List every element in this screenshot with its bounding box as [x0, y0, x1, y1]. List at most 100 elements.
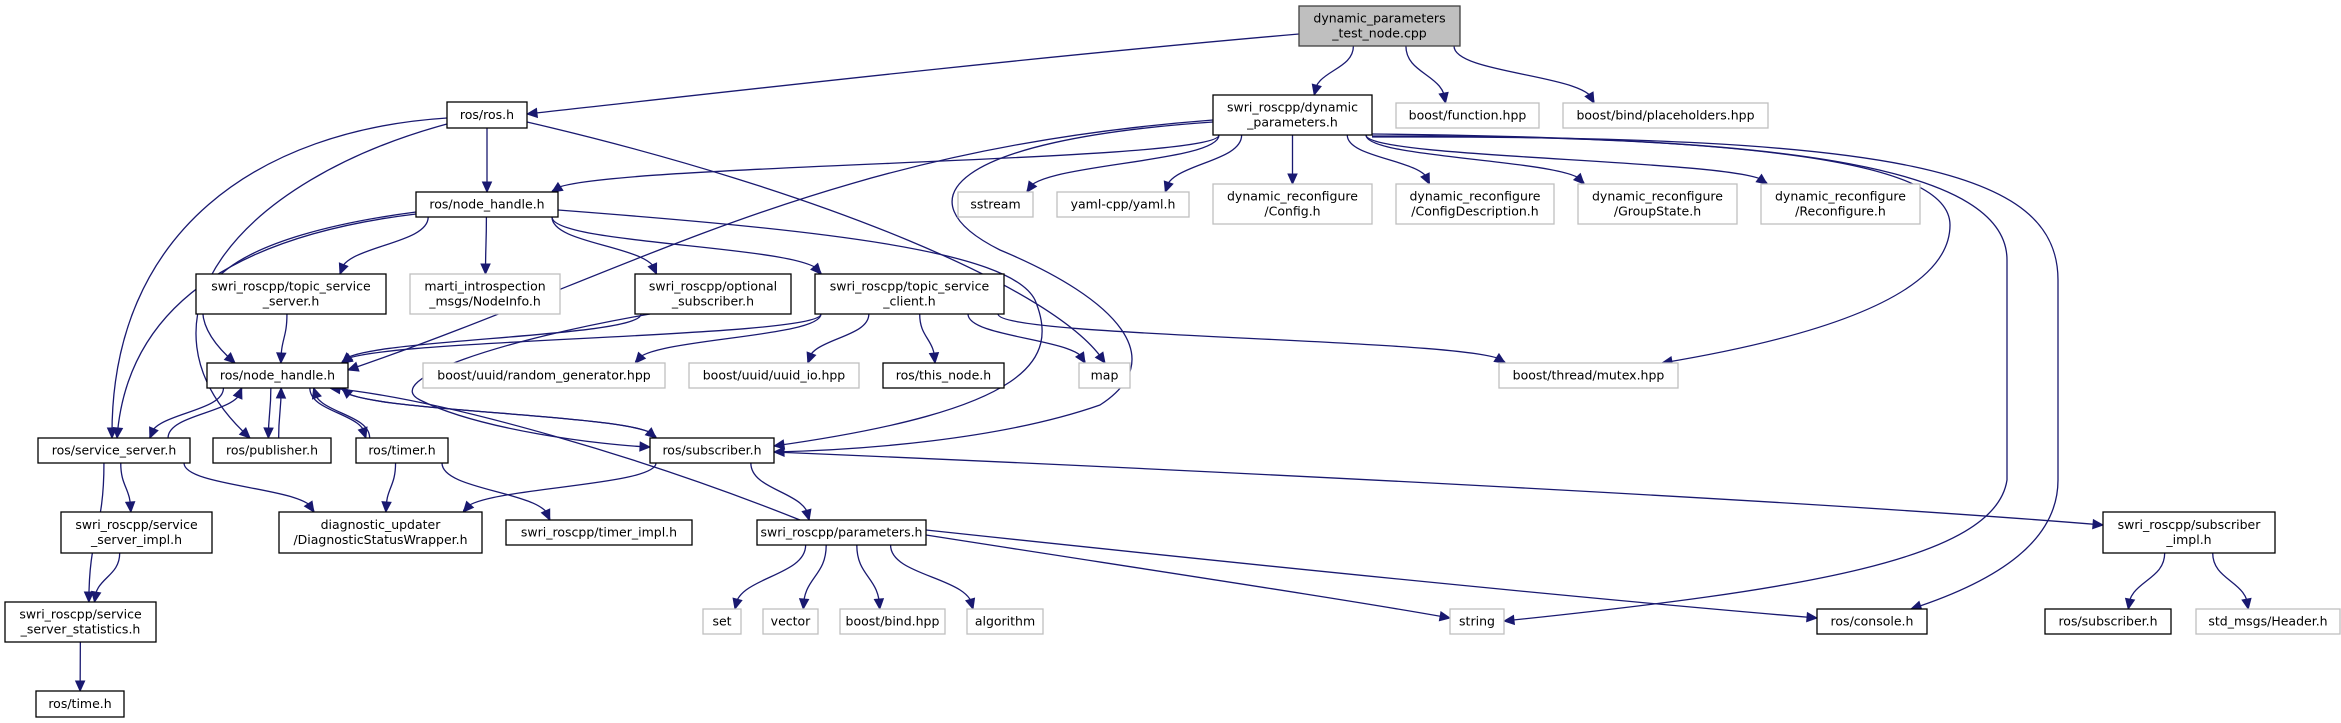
edge-line — [551, 134, 1220, 193]
arrowhead-icon — [276, 352, 287, 365]
edge-ros_h-to-nh_top — [481, 127, 493, 194]
node-vector[interactable]: vector — [762, 608, 819, 635]
node-srvimpl[interactable]: swri_roscpp/service_server_impl.h — [60, 511, 213, 554]
node-publisher[interactable]: ros/publisher.h — [212, 437, 332, 464]
node-yaml[interactable]: yaml-cpp/yaml.h — [1056, 191, 1190, 218]
node-dynparams[interactable]: swri_roscpp/dynamic_parameters.h — [1212, 94, 1373, 136]
node-box — [60, 511, 213, 554]
edge-parameters-to-algorithm — [889, 544, 976, 611]
arrowhead-icon — [550, 181, 564, 193]
node-string[interactable]: string — [1449, 608, 1505, 635]
node-header[interactable]: std_msgs/Header.h — [2195, 608, 2341, 635]
node-parameters[interactable]: swri_roscpp/parameters.h — [756, 519, 927, 546]
node-randgen[interactable]: boost/uuid/random_generator.hpp — [422, 362, 666, 389]
node-console[interactable]: ros/console.h — [1816, 608, 1928, 635]
node-label: vector — [771, 614, 812, 629]
edge-line — [997, 313, 1506, 364]
node-label: dynamic_parameters — [1313, 11, 1445, 26]
node-label: _subscriber.h — [671, 294, 754, 309]
edge-nh_low-to-timer — [309, 387, 368, 440]
node-uuidio[interactable]: boost/uuid/uuid_io.hpp — [688, 362, 860, 389]
edges-layer — [74, 33, 2252, 693]
node-config[interactable]: dynamic_reconfigure/Config.h — [1212, 183, 1373, 225]
arrowhead-icon — [639, 441, 652, 452]
edge-tsc-to-mutex — [997, 313, 1507, 364]
node-bind[interactable]: boost/bind.hpp — [839, 608, 946, 635]
arrowhead-icon — [124, 501, 136, 514]
node-srvstats[interactable]: swri_roscpp/service_server_statistics.h — [4, 601, 157, 643]
arrowhead-icon — [798, 598, 810, 611]
edge-subscriber-to-subimpl — [773, 451, 2105, 530]
node-subscriber2[interactable]: ros/subscriber.h — [2044, 608, 2172, 635]
node-placeholders[interactable]: boost/bind/placeholders.hpp — [1562, 102, 1769, 129]
node-box — [37, 437, 191, 464]
node-label: swri_roscpp/topic_service — [211, 279, 371, 294]
node-box — [195, 273, 387, 315]
node-box — [2195, 608, 2341, 635]
edge-line — [634, 313, 822, 364]
arrowhead-icon — [223, 352, 236, 364]
node-sstream[interactable]: sstream — [957, 191, 1034, 218]
node-box — [2102, 511, 2276, 554]
edge-root-to-ros_h — [525, 33, 1300, 119]
node-subimpl[interactable]: swri_roscpp/subscriber_impl.h — [2102, 511, 2276, 554]
node-reconfigure[interactable]: dynamic_reconfigure/Reconfigure.h — [1760, 183, 1921, 225]
node-label: ros/service_server.h — [52, 443, 177, 458]
arrowhead-icon — [1094, 351, 1106, 364]
edge-srvstats-to-time — [74, 641, 86, 693]
edge-line — [411, 313, 651, 448]
node-timerimpl[interactable]: swri_roscpp/timer_impl.h — [505, 519, 693, 546]
edge-tsc-to-nh_low — [340, 313, 822, 364]
node-srvserver[interactable]: ros/service_server.h — [37, 437, 191, 464]
node-box — [1395, 102, 1540, 129]
node-subscriber[interactable]: ros/subscriber.h — [649, 437, 775, 464]
arrowhead-icon — [1420, 172, 1430, 186]
node-mutex[interactable]: boost/thread/mutex.hpp — [1498, 362, 1679, 389]
arrowhead-icon — [338, 262, 349, 276]
node-label: swri_roscpp/service — [19, 607, 142, 622]
node-label: ros/node_handle.h — [429, 197, 544, 212]
edge-parameters-to-vector — [798, 544, 827, 611]
arrowhead-icon — [480, 263, 491, 276]
node-function[interactable]: boost/function.hpp — [1395, 102, 1540, 129]
node-time[interactable]: ros/time.h — [35, 690, 125, 718]
node-tss[interactable]: swri_roscpp/topic_service_server.h — [195, 273, 387, 315]
node-nh_top[interactable]: ros/node_handle.h — [415, 191, 559, 218]
node-nh_low[interactable]: ros/node_handle.h — [206, 362, 349, 389]
node-label: swri_roscpp/dynamic — [1227, 100, 1358, 115]
node-box — [1212, 94, 1373, 136]
node-tsc[interactable]: swri_roscpp/topic_service_client.h — [814, 273, 1005, 315]
node-label: _server.h — [262, 294, 320, 309]
node-nodeinfo[interactable]: marti_introspection_msgs/NodeInfo.h — [409, 273, 561, 315]
node-label: swri_roscpp/subscriber — [2118, 517, 2262, 532]
node-algorithm[interactable]: algorithm — [966, 608, 1044, 635]
node-box — [355, 437, 449, 464]
node-label: /Config.h — [1264, 204, 1320, 219]
arrowhead-icon — [1026, 180, 1038, 193]
node-timer[interactable]: ros/timer.h — [355, 437, 449, 464]
node-label: _impl.h — [2165, 532, 2211, 547]
node-groupstate[interactable]: dynamic_reconfigure/GroupState.h — [1577, 183, 1738, 225]
edge-line — [551, 216, 822, 275]
node-root[interactable]: dynamic_parameters_test_node.cpp — [1298, 5, 1461, 47]
node-box — [1212, 183, 1373, 225]
edge-nh_top-to-srvserver — [112, 213, 417, 440]
node-set[interactable]: set — [702, 608, 742, 635]
arrowhead-icon — [91, 590, 102, 604]
node-diag[interactable]: diagnostic_updater/DiagnosticStatusWrapp… — [278, 511, 483, 554]
node-map[interactable]: map — [1078, 362, 1131, 389]
node-label: swri_roscpp/service — [75, 517, 198, 532]
node-optsub[interactable]: swri_roscpp/optional_subscriber.h — [634, 273, 792, 315]
arrowhead-icon — [346, 361, 360, 372]
node-ros_h[interactable]: ros/ros.h — [446, 101, 528, 129]
node-configdesc[interactable]: dynamic_reconfigure/ConfigDescription.h — [1395, 183, 1555, 225]
node-thisnode[interactable]: ros/this_node.h — [882, 362, 1005, 389]
node-label: /ConfigDescription.h — [1411, 204, 1538, 219]
edge-subscriber-to-diag — [462, 462, 657, 513]
edge-subimpl-to-subscriber2 — [2124, 552, 2166, 611]
node-box — [505, 519, 693, 546]
node-label: ros/subscriber.h — [2058, 614, 2157, 629]
node-label: boost/uuid/uuid_io.hpp — [703, 368, 846, 383]
arrowhead-icon — [1074, 351, 1086, 365]
nodes-layer: dynamic_parameters_test_node.cpp ros/ros.… — [4, 5, 2341, 718]
